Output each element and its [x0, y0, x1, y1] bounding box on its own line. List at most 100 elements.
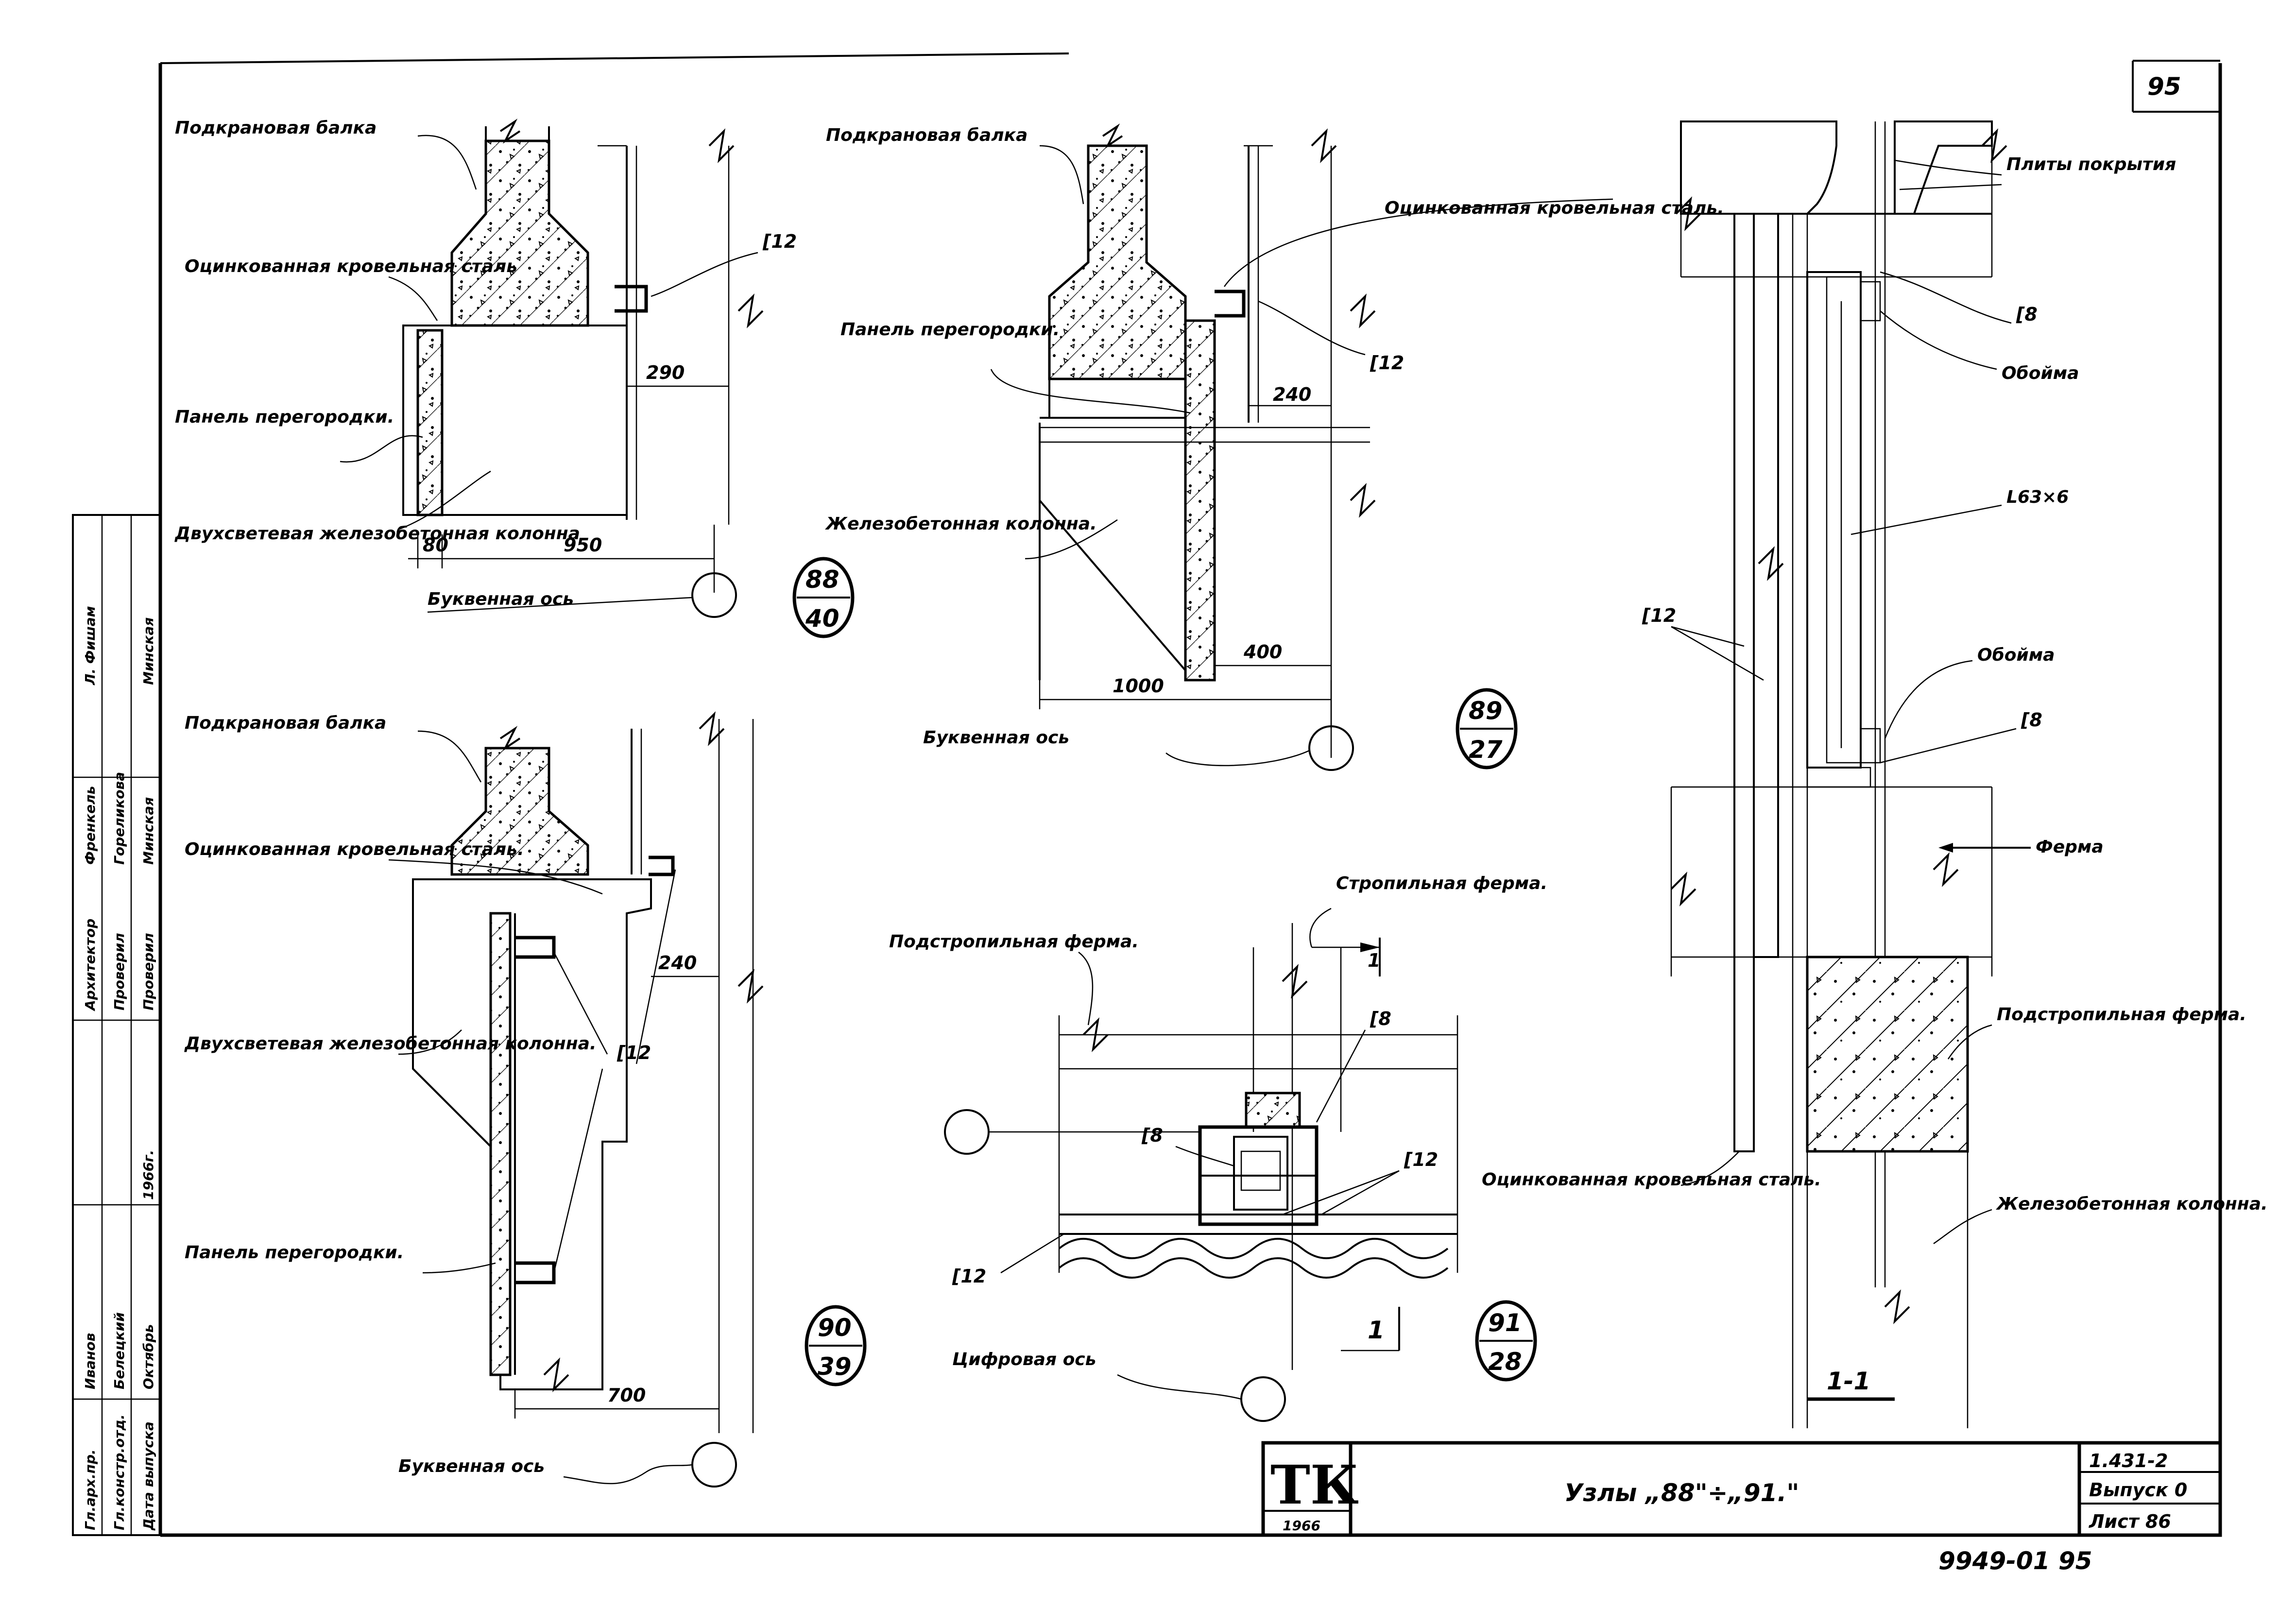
title-block: ТК 1966 Узлы „88"÷„91." 1.431-2 Выпуск 0… — [1261, 1441, 2222, 1537]
label-1-1-steel: Оцинкованная кровельная сталь. — [1482, 1170, 1821, 1190]
channel-1-1-8a: [8 — [2016, 304, 2038, 325]
sig-r3-c3: 1966г. — [140, 1150, 156, 1200]
dim-88-950: 950 — [564, 534, 602, 556]
label-90-panel: Панель перегородки. — [185, 1243, 404, 1263]
sheet-no: Лист 86 — [2089, 1511, 2171, 1532]
badge-88-top: 88 — [805, 565, 840, 594]
sig-r3-c1: Дата выпуска — [140, 1421, 156, 1531]
series-code: 1.431-2 — [2089, 1450, 2168, 1471]
label-88-axis: Буквенная ось — [428, 589, 574, 609]
label-88-panel: Панель перегородки. — [175, 407, 394, 427]
label-90-steel: Оцинкованная кровельная сталь. — [185, 839, 524, 859]
badge-90-top: 90 — [818, 1314, 852, 1342]
signature-strip: Гл.арх.пр. Иванов Архитектор Френкель Л.… — [72, 514, 161, 1536]
dim-90-240: 240 — [658, 952, 697, 974]
axis-circle-icon — [944, 1109, 990, 1155]
badge-89-top: 89 — [1469, 697, 1503, 725]
node-badge-icon — [792, 557, 855, 638]
label-1-1-clip1: Обойма — [2002, 363, 2079, 383]
node-badge-icon — [1475, 1300, 1537, 1382]
panel-90 — [489, 912, 512, 1376]
label-1-1-truss: Ферма — [2036, 837, 2104, 857]
sig-r1-c2: Иванов — [82, 1333, 98, 1389]
sig-r1-c3: Архитектор — [82, 919, 98, 1011]
section-mark-top: 1 — [1368, 950, 1380, 971]
node-91: 1 1 Стропильная ферма. Подстропильная фе… — [889, 873, 1547, 1422]
crane-beam-90 — [450, 747, 589, 876]
section-1-1: Плиты покрытия [8 Обойма L63×6 [12 Обойм… — [1482, 120, 2268, 1428]
badge-89-bottom: 27 — [1469, 736, 1503, 764]
channel-88: [12 — [762, 231, 797, 252]
label-1-1-slabs: Плиты покрытия — [2006, 154, 2176, 174]
channel-91-8a: [8 — [1370, 1008, 1391, 1029]
node-88: 290 80 950 Подкрановая балка Оцинкованна… — [174, 118, 855, 638]
label-89-axis: Буквенная ось — [923, 728, 1069, 748]
subrafter-block — [1806, 956, 1969, 1153]
section-arrow-icon — [1360, 942, 1380, 952]
stamp-year: 1966 — [1283, 1518, 1320, 1534]
crane-beam-89 — [1048, 144, 1187, 380]
label-88-column: Двухсветевая железобетонная колонна — [174, 524, 580, 544]
panel-89 — [1184, 319, 1216, 682]
label-90-axis: Буквенная ось — [398, 1456, 545, 1476]
axis-circle-icon — [691, 1442, 737, 1488]
node-badge-icon — [805, 1305, 867, 1386]
section-1-1-title: 1-1 — [1827, 1367, 1870, 1395]
label-91-rafter: Стропильная ферма. — [1336, 873, 1547, 893]
dim-89-240: 240 — [1273, 384, 1311, 405]
dim-88-80: 80 — [423, 534, 448, 556]
label-1-1-column: Железобетонная колонна. — [1995, 1194, 2268, 1214]
label-88-steel: Оцинкованная кровельная сталь — [185, 257, 517, 276]
label-1-1-angle: L63×6 — [2006, 487, 2069, 507]
sig-r2-c4: Гореликова — [111, 772, 127, 865]
axis-circle-icon — [1308, 725, 1354, 771]
crane-beam-88 — [450, 139, 589, 327]
label-91-subrafter: Подстропильная ферма. — [889, 932, 1139, 952]
page-number: 95 — [2147, 72, 2181, 101]
channel-91-12a: [12 — [1404, 1149, 1438, 1170]
dim-89-400: 400 — [1243, 641, 1282, 663]
sig-r1-c5: Л. Фишам — [82, 606, 98, 685]
label-1-1-subrafter: Подстропильная ферма. — [1997, 1005, 2246, 1025]
section-mark-bottom: 1 — [1368, 1316, 1385, 1344]
channel-90: [12 — [617, 1042, 651, 1063]
label-90-column: Двухсветевая железобетонная колонна. — [184, 1034, 597, 1054]
node-90: 240 700 Подкрановая балка Оцинкованная к… — [184, 711, 867, 1488]
sig-r1-c4: Френкель — [82, 786, 98, 865]
label-89-column: Железобетонная колонна. — [824, 514, 1097, 534]
dim-89-1000: 1000 — [1113, 675, 1164, 697]
sig-r1-c1: Гл.арх.пр. — [82, 1449, 98, 1530]
badge-91-top: 91 — [1488, 1309, 1522, 1337]
panel-88 — [416, 329, 444, 516]
channel-91-12b: [12 — [952, 1266, 986, 1287]
sig-r3-c2: Октябрь — [140, 1324, 156, 1389]
axis-circle-icon — [691, 572, 737, 618]
issue-no: Выпуск 0 — [2089, 1479, 2187, 1501]
node-badge-icon — [1456, 688, 1518, 770]
sig-r2-c1: Гл.констр.отд. — [111, 1414, 127, 1530]
channel-91-8b: [8 — [1141, 1125, 1163, 1146]
dim-88-290: 290 — [646, 362, 685, 383]
node-89: 240 400 1000 Подкрановая балка Оцинкован… — [824, 123, 1724, 771]
dim-90-700: 700 — [607, 1385, 646, 1406]
sig-r3-c6: Минская — [140, 617, 156, 685]
sig-r2-c2: Белецкий — [111, 1312, 127, 1389]
sig-r3-c4: Проверил — [140, 933, 156, 1010]
label-89-panel: Панель перегородки. — [840, 320, 1060, 340]
axis-circle-icon — [1240, 1376, 1286, 1422]
badge-91-bottom: 28 — [1488, 1348, 1522, 1376]
sig-r3-c5: Минская — [140, 797, 156, 865]
channel-1-1-12: [12 — [1642, 605, 1676, 626]
archive-number: 9949-01 95 — [1938, 1547, 2092, 1575]
label-1-1-clip2: Обойма — [1977, 645, 2055, 665]
label-88-beam: Подкрановая балка — [175, 118, 377, 138]
channel-89: [12 — [1370, 352, 1404, 374]
label-89-beam: Подкрановая балка — [826, 125, 1028, 145]
stamp-tk: ТК — [1270, 1454, 1359, 1516]
badge-88-bottom: 40 — [805, 604, 840, 633]
sig-r2-c3: Проверил — [111, 933, 127, 1010]
channel-1-1-8b: [8 — [2021, 709, 2042, 731]
badge-90-bottom: 39 — [818, 1352, 852, 1381]
label-91-axis: Цифровая ось — [952, 1350, 1096, 1369]
